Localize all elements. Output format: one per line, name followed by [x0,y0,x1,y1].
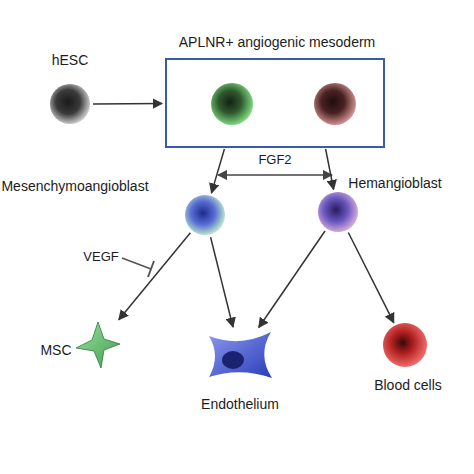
msc-star [76,322,120,368]
cell-circle [318,192,358,232]
msc-node: MSC [76,322,120,368]
node-label: Blood cells [358,377,458,393]
lineage-arrow [259,231,325,328]
node-label: Mesenchymoangioblast [0,178,155,194]
lineage-arrow [326,149,334,189]
mesoderm-cell-green [211,83,253,125]
growth-factor-label: FGF2 [250,152,300,168]
node-outline [76,322,120,368]
node-label: Hemangioblast [340,175,450,191]
lineage-arrow [212,149,225,193]
cell-circle [50,84,90,124]
cell-circle [185,195,225,235]
lineage-arrow [119,233,191,320]
vegf-inhibition-bar [148,261,154,277]
lineage-arrow [348,233,394,323]
node-label: Endothelium [190,396,290,412]
cell-nucleus [222,351,244,369]
node-label: APLNR+ angiogenic mesoderm [127,34,427,50]
endothelial-cell [209,332,272,378]
lineage-arrow [211,237,233,327]
mesoderm-group-box: APLNR+ angiogenic mesoderm [165,58,385,148]
blood-cell-node: Blood cells [383,323,427,367]
node-outline [205,330,275,380]
node-label: hESC [30,52,110,68]
node-outline [50,84,90,124]
mesoderm-cell-red [314,83,356,125]
hemangioblast-node: Hemangioblast [318,192,358,232]
node-label: MSC [38,342,74,358]
mesenchymoangioblast-node: Mesenchymoangioblast [185,195,225,235]
stem-cell-node: hESC [50,84,90,124]
node-outline [383,323,427,367]
vegf-inhibition-line [122,258,151,269]
endothelium-node: Endothelium [205,330,275,380]
lineage-arrow [93,103,162,105]
inhibitor-label: VEGF [78,249,124,265]
node-outline [185,195,225,235]
fgf2-double-arrow [218,174,332,176]
node-outline [318,192,358,232]
cell-circle [383,323,427,367]
